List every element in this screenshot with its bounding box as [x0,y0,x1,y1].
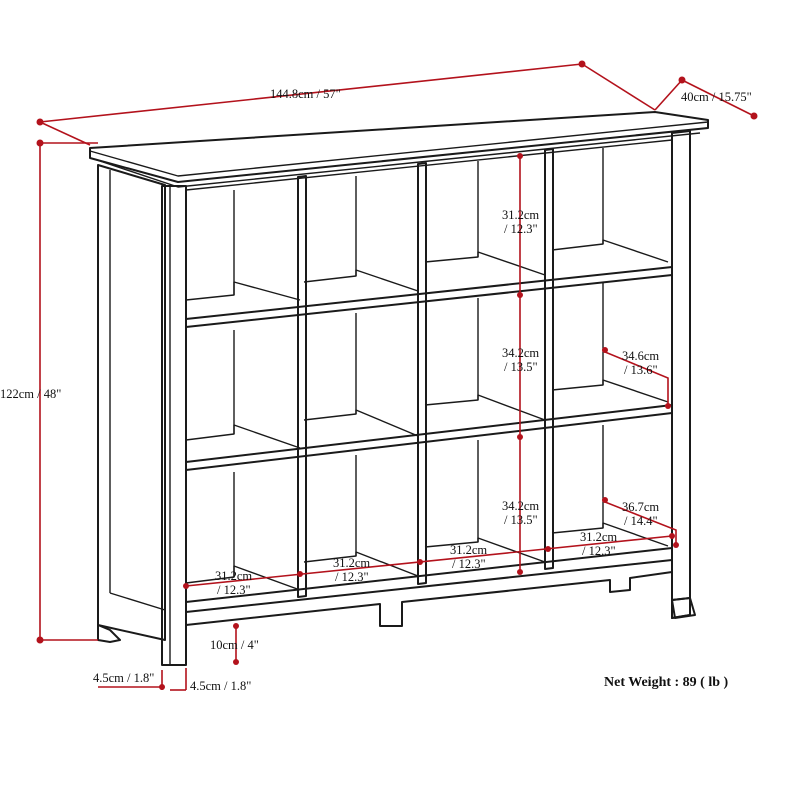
cube-3-width-in: / 12.3" [452,557,486,571]
net-weight-label: Net Weight : 89 ( lb ) [604,675,729,690]
shelf-2-cell-1 [185,424,301,449]
mid-depth-cm: 34.6cm [622,349,659,363]
front-right-leg [671,597,696,619]
shelf-1-cell-2 [303,269,419,292]
width-dim-line [39,63,583,123]
bottom-cube-height-in: / 13.5" [504,513,538,527]
width-ext-right [581,63,656,111]
shelf-1 [185,266,673,328]
cube-4-width-in: / 12.3" [582,544,616,558]
cube-width-p1 [297,571,303,577]
cube-width-p2 [417,559,423,565]
cube-1-width-cm: 31.2cm [215,569,252,583]
shelf-1-cell-3 [424,251,546,276]
cube-1-width-in: / 12.3" [217,583,251,597]
interior-height-mid1 [517,292,523,298]
cube-3-width-cm: 31.2cm [450,543,487,557]
top-slab [89,111,709,183]
mid-depth-end [665,403,671,409]
top-slab-edge [89,121,709,177]
shelf-1-cell-4 [551,239,669,263]
shelf-2 [185,404,673,471]
bottom-depth-cm: 36.7cm [622,500,659,514]
cube-width-line [185,535,673,587]
depth-label: 40cm / 15.75" [681,90,752,104]
cube-4-width-cm: 31.2cm [580,530,617,544]
base-apron [185,571,673,627]
bottom-depth-start [602,497,608,503]
bottom-depth-end [673,542,679,548]
shelf-2-cell-3 [424,394,546,421]
clearance-top [233,623,239,629]
depth-dim-end [750,112,758,120]
clearance-label: 10cm / 4" [210,638,259,652]
clearance-bottom [233,659,239,665]
top-cube-height-in: / 12.3" [504,222,538,236]
cube-width-p4 [669,533,675,539]
bottom-depth-in: / 14.4" [624,514,658,528]
leg-front-label: 4.5cm / 1.8" [93,671,154,685]
mid-cube-height-in: / 13.5" [504,360,538,374]
divider-2 [417,162,427,585]
left-side-panel [97,164,166,641]
cube-width-p3 [545,546,551,552]
width-ext-left [39,121,91,146]
interior-height-mid2 [517,434,523,440]
left-side-apron [109,592,166,611]
mid-depth-start [602,347,608,353]
divider-3 [544,148,554,570]
interior-height-top [517,153,523,159]
back-top-edge [185,139,673,191]
depth-dim-line [681,79,755,117]
cube-width-p0 [183,583,189,589]
height-label: 122cm / 48" [0,387,61,401]
shelf-2-cell-2 [303,409,419,437]
depth-ext [654,79,683,111]
shelf-1-cell-1 [185,281,301,301]
mid-cube-height-cm: 34.2cm [502,346,539,360]
cube-2-width-in: / 12.3" [335,570,369,584]
cube-2-width-cm: 31.2cm [333,556,370,570]
rear-left-leg [97,624,121,643]
bookcase-drawing [89,111,709,666]
shelf-2-cell-4 [551,379,669,403]
interior-height-bottom [517,569,523,575]
bottom-cube-height-cm: 34.2cm [502,499,539,513]
dimension-labels: 144.8cm / 57" 40cm / 15.75" 122cm / 48" … [0,87,752,693]
width-label: 144.8cm / 57" [270,87,341,101]
leg-side-label: 4.5cm / 1.8" [190,679,251,693]
mid-depth-in: / 13.6" [624,363,658,377]
front-left-post [161,185,187,666]
dimension-lines [36,60,758,691]
top-cube-height-cm: 31.2cm [502,208,539,222]
divider-1 [297,175,307,598]
